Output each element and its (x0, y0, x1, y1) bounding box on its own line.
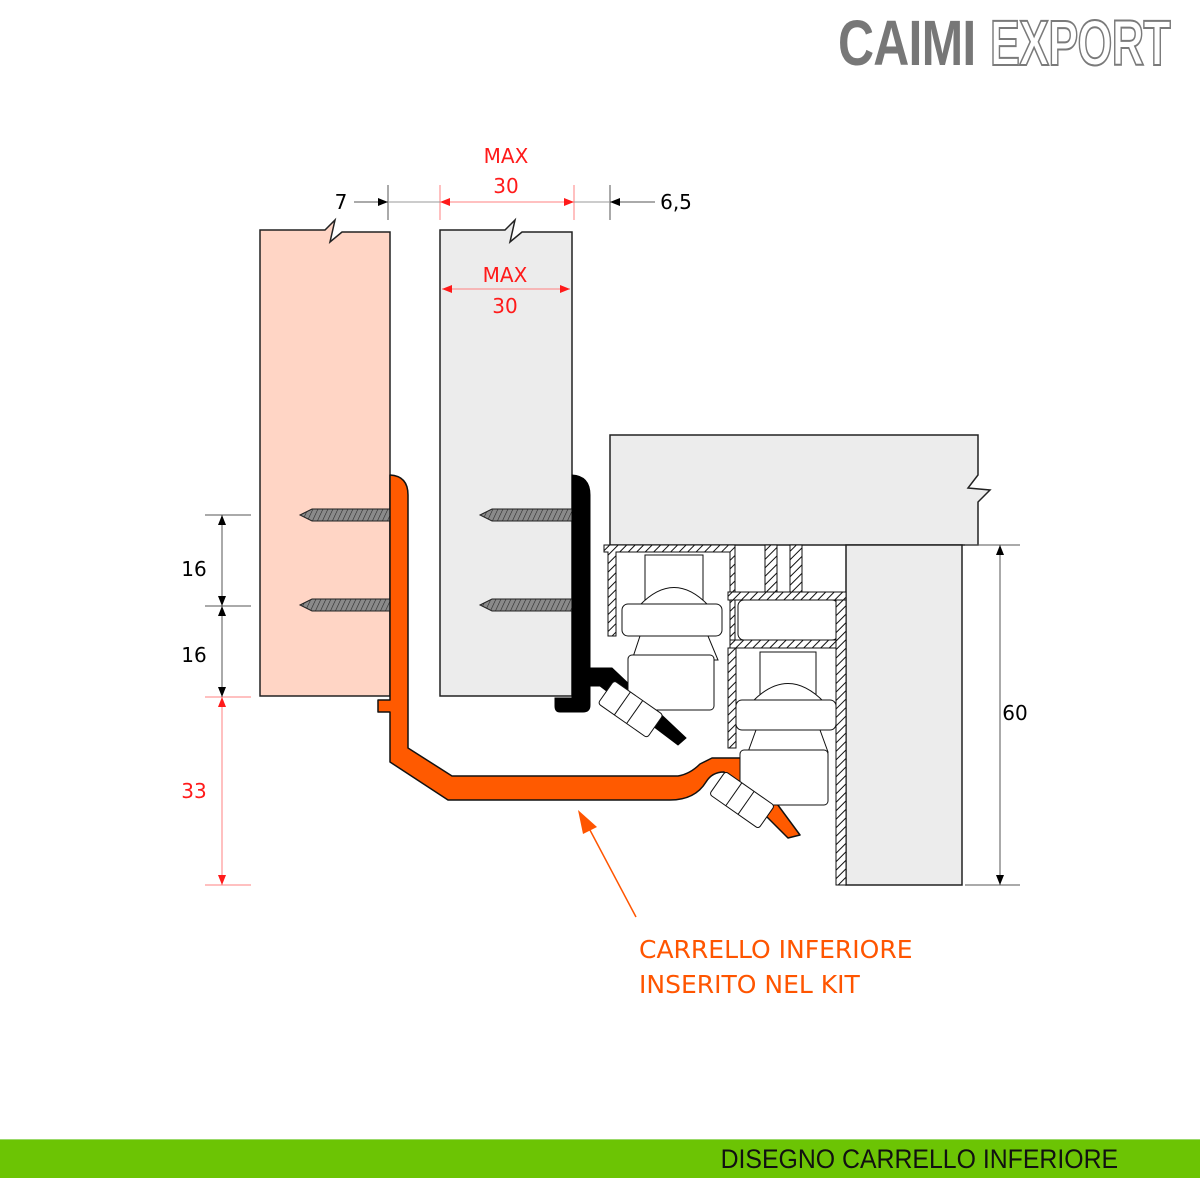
dim-screw-spacing-1: 16 (181, 557, 206, 581)
screw-right-top (478, 508, 573, 522)
dim-bottom-offset: 33 (181, 779, 206, 803)
upper-carriage-assembly (598, 544, 847, 738)
footer-bar: DISEGNO CARRELLO INFERIORE (0, 1139, 1200, 1178)
logo-outline-text: EXPORT (989, 6, 1171, 80)
dim-max-top-value: 30 (493, 174, 518, 198)
dim-screw-spacing-2: 16 (181, 643, 206, 667)
brand-logo: CAIMI EXPORT (838, 6, 1171, 80)
dim-max-inner-label: MAX (483, 263, 528, 287)
footer-title: DISEGNO CARRELLO INFERIORE (720, 1144, 1118, 1174)
dim-right-gap: 6,5 (660, 190, 692, 214)
screw-right-bottom (478, 598, 573, 612)
wall-block (845, 544, 963, 886)
dim-max-inner-value: 30 (492, 294, 517, 318)
top-rail-profile (609, 434, 992, 546)
screw-left-bottom (298, 598, 391, 612)
dim-vertical-right (965, 544, 1020, 886)
dim-vertical-left (205, 514, 251, 886)
left-door-panel (259, 217, 391, 697)
dim-rail-height: 60 (1002, 701, 1027, 725)
dim-left-gap: 7 (335, 190, 348, 214)
callout-arrow (581, 814, 637, 918)
callout-line-1: CARRELLO INFERIORE (639, 935, 913, 964)
dim-max-top-label: MAX (484, 144, 529, 168)
screw-left-top (298, 508, 391, 522)
right-door-panel (439, 217, 573, 697)
black-bracket (554, 474, 687, 746)
logo-bold-text: CAIMI (838, 7, 976, 79)
callout-arrowhead (578, 810, 597, 834)
callout-line-2: INSERITO NEL KIT (639, 970, 861, 999)
dim-top-row (354, 185, 655, 220)
lower-carriage-assembly (710, 599, 847, 886)
